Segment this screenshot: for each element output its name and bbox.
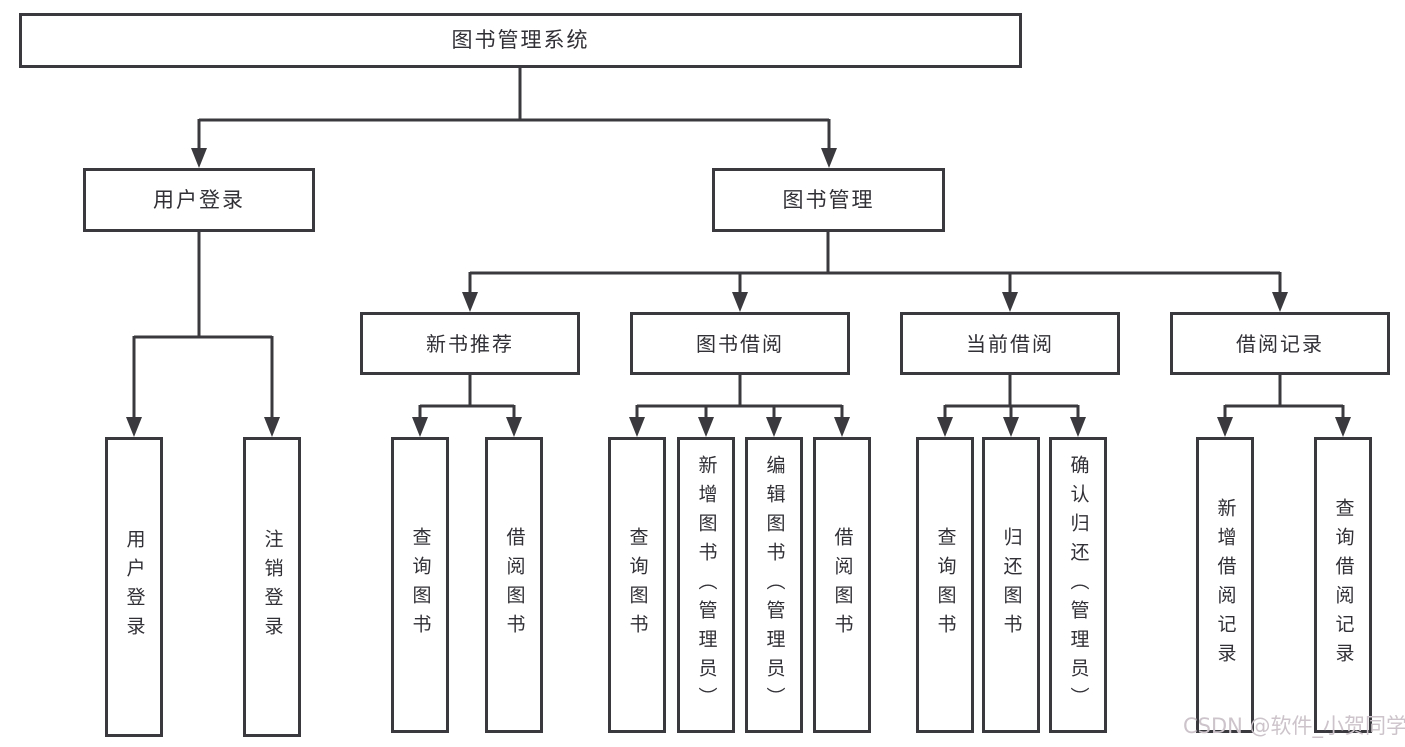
leaf-query-books-current: 查询图书 [916, 437, 974, 733]
leaf-edit-books-admin: 编辑图书（管理员） [745, 437, 803, 733]
leaf-add-borrowing-record: 新增借阅记录 [1196, 437, 1254, 733]
arrowhead [1272, 292, 1288, 312]
csdn-watermark: CSDN @软件_小贺同学 [1183, 714, 1405, 738]
leaf-query-books-borrowing: 查询图书 [608, 437, 666, 733]
node-book-management-system: 图书管理系统 [19, 13, 1022, 68]
arrowhead [698, 417, 714, 437]
arrowhead [506, 417, 522, 437]
arrowhead [937, 417, 953, 437]
arrowhead [834, 417, 850, 437]
leaf-confirm-return-admin: 确认归还（管理员） [1049, 437, 1107, 733]
node-book-management: 图书管理 [712, 168, 945, 232]
arrowhead [191, 148, 207, 168]
leaf-add-books-admin: 新增图书（管理员） [677, 437, 735, 733]
node-new-book-recommendation: 新书推荐 [360, 312, 580, 375]
node-current-borrowing: 当前借阅 [900, 312, 1120, 375]
arrowhead [1217, 417, 1233, 437]
leaf-query-books-recommendation: 查询图书 [391, 437, 449, 733]
node-user-login: 用户登录 [83, 168, 315, 232]
arrowhead [766, 417, 782, 437]
arrowhead [264, 417, 280, 437]
arrowhead [462, 292, 478, 312]
arrowhead [1070, 417, 1086, 437]
node-book-borrowing: 图书借阅 [630, 312, 850, 375]
leaf-user-login: 用户登录 [105, 437, 163, 737]
arrowhead [1335, 417, 1351, 437]
connector-book-borrowing-to-leaves [629, 375, 850, 437]
leaf-return-books: 归还图书 [982, 437, 1040, 733]
node-borrowing-records: 借阅记录 [1170, 312, 1390, 375]
arrowhead [821, 148, 837, 168]
connector-new-book-recommendation-to-leaves [412, 375, 522, 437]
arrowhead [126, 417, 142, 437]
connector-root-to-level2 [191, 68, 837, 168]
arrowhead [412, 417, 428, 437]
arrowhead [732, 292, 748, 312]
connector-user-login-to-leaves [126, 232, 280, 437]
arrowhead [1003, 417, 1019, 437]
connector-borrowing-records-to-leaves [1217, 375, 1351, 437]
connector-book-management-to-level3 [462, 232, 1288, 312]
leaf-query-borrowing-record: 查询借阅记录 [1314, 437, 1372, 733]
arrowhead [1002, 292, 1018, 312]
arrowhead [629, 417, 645, 437]
leaf-borrow-books-borrowing: 借阅图书 [813, 437, 871, 733]
connector-current-borrowing-to-leaves [937, 375, 1086, 437]
leaf-borrow-books-recommendation: 借阅图书 [485, 437, 543, 733]
leaf-logout: 注销登录 [243, 437, 301, 737]
